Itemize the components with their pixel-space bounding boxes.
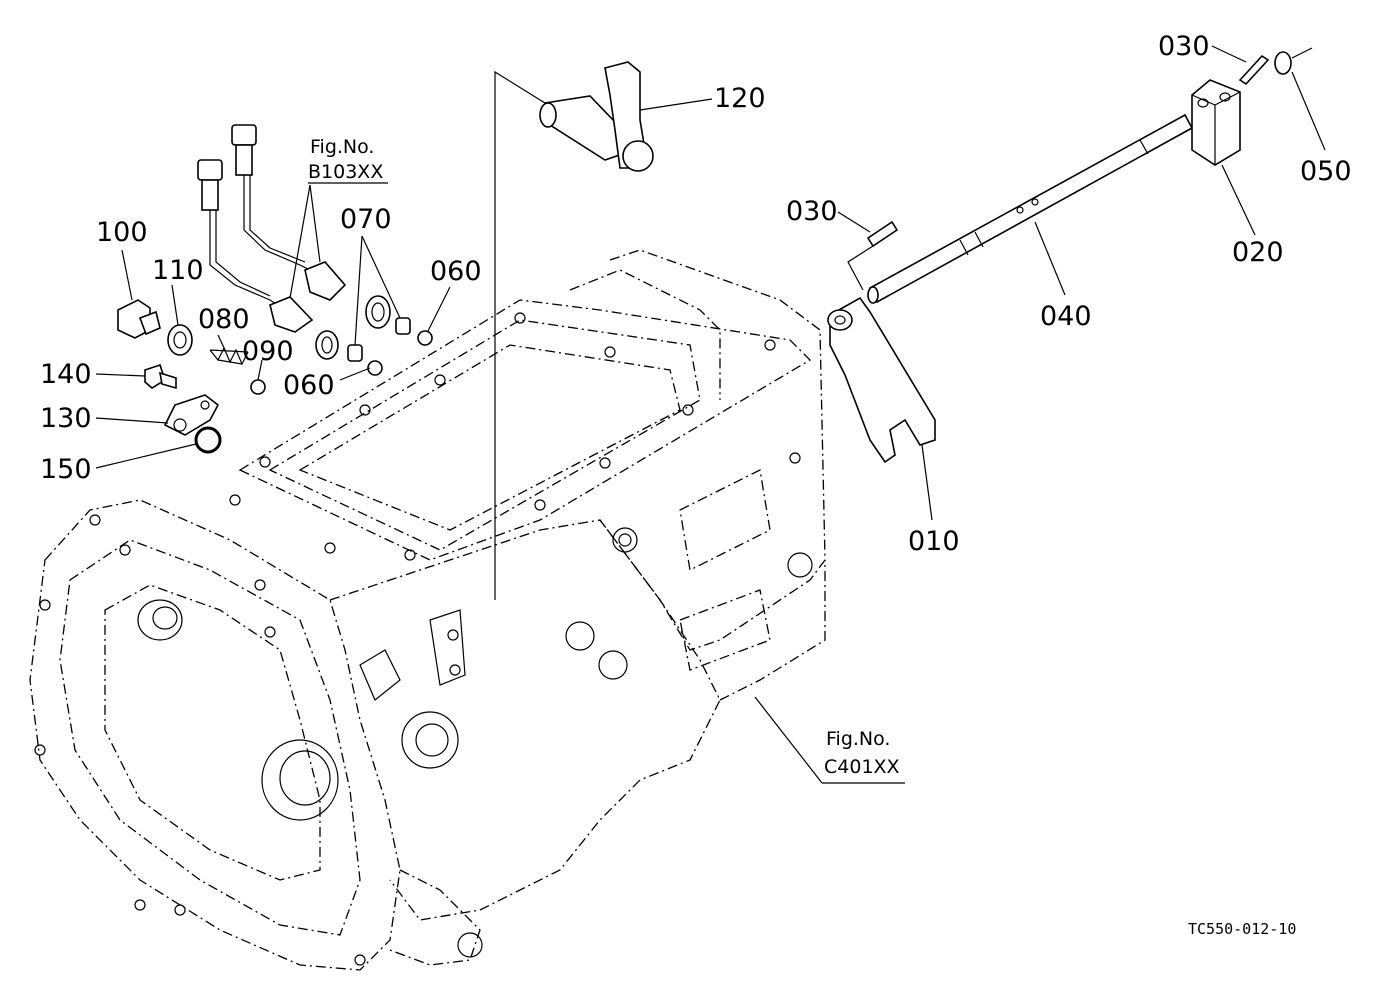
ref-b103-line2: B103XX [308,161,383,183]
pin-030-lower [866,220,899,248]
switch-assembly [197,124,433,376]
label-050: 050 [1300,156,1352,187]
label-110: 110 [152,255,204,286]
ref-c401-line1: Fig.No. [826,728,890,750]
label-020: 020 [1232,237,1284,268]
transmission-case [29,249,826,971]
block-020 [1191,79,1241,166]
ref-c401-line2: C401XX [824,756,900,778]
label-150: 150 [40,454,92,485]
label-040: 040 [1040,301,1092,332]
leader-lines [95,45,1326,784]
shift-lever-120 [539,61,654,172]
plate-130 [163,394,220,436]
drawing-code: TC550-012-10 [1188,920,1296,938]
washer-110 [167,324,193,356]
label-100: 100 [96,217,148,248]
label-060-lower: 060 [283,370,335,401]
label-060-upper: 060 [430,256,482,287]
label-130: 130 [40,403,92,434]
label-030-lower: 030 [786,196,838,227]
label-140: 140 [40,359,92,390]
part-number-labels: 120 030 050 020 030 040 010 070 060 060 … [40,31,1352,557]
clip-050 [1274,47,1313,75]
label-070: 070 [340,204,392,235]
figure-references: Fig.No. B103XX Fig.No. C401XX [308,136,900,778]
label-030-upper: 030 [1158,31,1210,62]
spring-080 [209,346,249,366]
label-120: 120 [714,83,766,114]
pin-030-upper [1238,54,1270,86]
o-ring-150 [194,426,222,454]
plug-100 [117,299,161,339]
label-090: 090 [242,336,294,367]
bolt-140 [144,363,177,390]
shift-rod-040 [867,113,1194,304]
ball-090 [250,379,266,395]
shift-fork-010 [827,296,936,464]
label-010: 010 [908,526,960,557]
label-080: 080 [198,304,250,335]
ref-b103-line1: Fig.No. [310,136,374,158]
